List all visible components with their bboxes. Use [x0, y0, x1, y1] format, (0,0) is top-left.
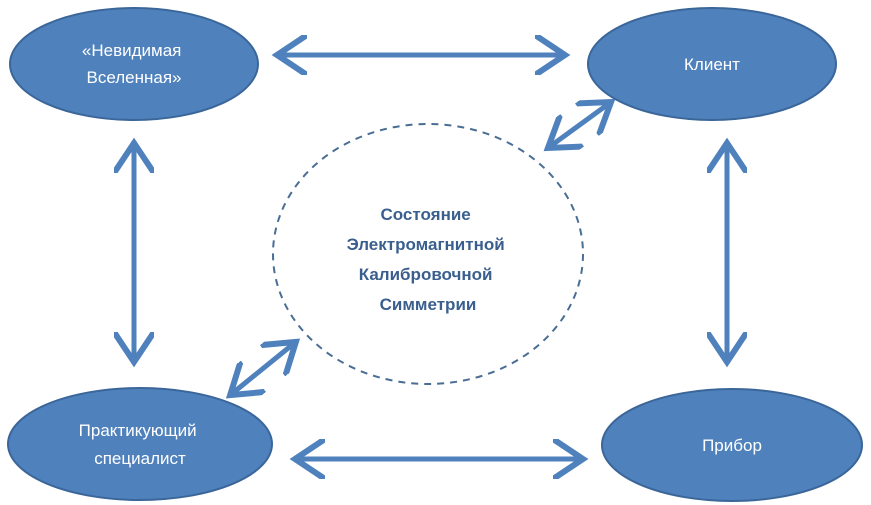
node-practitioner-line-2: специалист	[94, 449, 186, 468]
node-invisible-universe-ellipse	[9, 7, 259, 121]
arrow-center-to-bottom-left	[234, 345, 292, 392]
center-label-line-3: Калибровочной	[359, 265, 493, 284]
node-client: Клиент	[587, 7, 837, 121]
node-client-line-1: Клиент	[684, 55, 740, 74]
node-invisible-universe-line-2: Вселенная»	[87, 68, 182, 87]
center-label: Состояние Электромагнитной Калибровочной…	[347, 205, 510, 314]
node-invisible-universe-line-1: «Невидимая	[82, 41, 181, 60]
node-client-label: Клиент	[684, 55, 740, 74]
center-label-line-1: Состояние	[381, 205, 471, 224]
node-practitioner-ellipse	[7, 387, 273, 501]
node-practitioner-line-1: Практикующий	[79, 421, 197, 440]
node-practitioner-label: Практикующий специалист	[79, 421, 202, 468]
node-device-ellipse	[601, 388, 863, 502]
arrow-center-to-top-right	[552, 105, 607, 145]
center-circle	[272, 123, 584, 385]
node-invisible-universe-label: «Невидимая Вселенная»	[82, 41, 186, 87]
node-device: Прибор	[601, 388, 863, 502]
node-device-line-1: Прибор	[702, 436, 762, 455]
node-invisible-universe: «Невидимая Вселенная»	[9, 7, 259, 121]
node-practitioner: Практикующий специалист	[7, 387, 273, 501]
center-label-line-2: Электромагнитной	[347, 235, 505, 254]
center-node: Состояние Электромагнитной Калибровочной…	[272, 123, 584, 385]
node-device-label: Прибор	[702, 436, 762, 455]
node-client-ellipse	[587, 7, 837, 121]
center-label-line-4: Симметрии	[380, 295, 477, 314]
